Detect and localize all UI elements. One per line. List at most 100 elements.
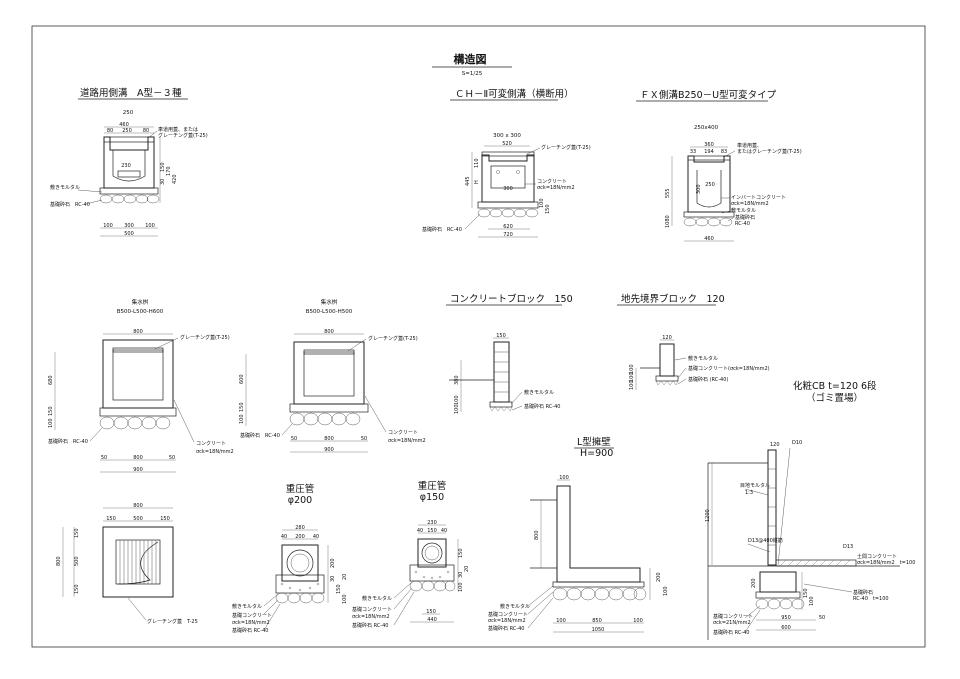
ch2-dim-150: 150 <box>545 204 551 214</box>
catch1-label-strength: σck=18N/mm2 <box>196 449 234 455</box>
cbwall-dim-150: 150 <box>803 588 809 598</box>
catch1-dim-100: 100 <box>48 418 54 428</box>
pipe200-label-footing: 基礎コンクリート <box>232 612 272 619</box>
fx-label-mortar: 敷モルタル <box>731 207 756 214</box>
catch2-label-strength: σck=18N/mm2 <box>388 438 426 444</box>
lwall-label-footing-spec: σck=18N/mm2 <box>488 618 526 624</box>
pipe150-dim-40b: 40 <box>441 528 447 534</box>
cbwall-label-ratio: 1:3 <box>745 490 753 496</box>
catch2-size: B500-L500-H500 <box>306 309 353 315</box>
dim-420: 420 <box>172 174 178 184</box>
catch2-dim-100: 100 <box>239 414 245 424</box>
pipe150-dim-100: 100 <box>458 582 464 592</box>
cbwall-dim-100: 100 <box>809 596 815 606</box>
fx-section: ＦＸ側溝B250－U型可変タイプ 250x400 360 33 194 83 2… <box>636 89 802 242</box>
cb-label-mortar: 敷きモルタル <box>524 389 554 396</box>
dim-230: 230 <box>121 163 131 169</box>
pressure-pipe-150-section: 重圧管 φ150 230 40 150 40 150 20 30 100 敷きモ… <box>352 480 470 629</box>
cb-dim-150: 150 <box>496 333 506 339</box>
catch1-dim-50b: 50 <box>169 455 175 461</box>
plan-dim-150d: 150 <box>74 584 80 594</box>
catch-basin-600-section: 集水桝 B500-L500-H600 800 680 150 100 グレーチン… <box>48 298 234 473</box>
fx-dim-555: 555 <box>665 188 671 198</box>
pipe200-dim-100: 100 <box>342 594 348 604</box>
lwall-dim-100-side: 100 <box>663 586 669 596</box>
concrete-block-title: コンクリートブロック 150 <box>450 293 573 305</box>
catch1-size: B500-L500-H600 <box>117 309 164 315</box>
catch1-label-gravel: 基礎砕石 RC-40 <box>48 438 88 445</box>
lwall-dim-850: 850 <box>592 618 602 624</box>
dim-80a: 80 <box>107 128 113 134</box>
road-gutter-label-grating: グレーチング蓋(T-25) <box>158 132 208 139</box>
pipe150-label-footing: 基礎コンクリート <box>352 606 392 613</box>
catch2-dim-900: 900 <box>324 447 334 453</box>
bb-dim-100c: 100 <box>629 380 635 390</box>
cbwall-dim-1200: 1200 <box>705 509 711 522</box>
fx-dim-460: 460 <box>704 236 714 242</box>
pipe150-dim-20: 20 <box>464 566 470 572</box>
plan-dim-150b: 150 <box>160 516 170 522</box>
pipe200-dim-40b: 40 <box>313 534 319 540</box>
cbwall-subtitle: （ゴミ置場） <box>806 392 863 404</box>
lwall-dim-100b: 100 <box>633 618 643 624</box>
drawing-title: 構造図 S=1/25 <box>432 52 512 77</box>
cbwall-dim-600: 600 <box>781 625 791 631</box>
cbwall-label-footing-spec: σck=21N/mm2 <box>713 620 751 626</box>
pipe150-dim-150: 150 <box>427 528 437 534</box>
catch1-dim-800b: 800 <box>133 455 143 461</box>
catch2-dim-150: 150 <box>239 402 245 412</box>
pipe200-dim-30: 30 <box>330 576 336 582</box>
sheet-border <box>31 25 926 648</box>
cbwall-label-slab-spec: σck=18N/mm2 t=100 <box>857 560 915 566</box>
cbwall-dim-d10: D10 <box>792 440 802 446</box>
pipe200-dim-200: 200 <box>295 534 305 540</box>
catch1-label-concrete: コンクリート <box>196 441 226 447</box>
ch2-dim-H: H <box>474 180 480 184</box>
dim-300: 300 <box>124 223 134 229</box>
dim-250: 250 <box>122 128 132 134</box>
lwall-dim-800: 800 <box>534 530 540 540</box>
dim-150: 150 <box>160 162 166 172</box>
fx-dim-1080: 1080 <box>665 215 671 228</box>
bb-label-mortar: 敷きモルタル <box>688 355 718 362</box>
lwall-dim-1050: 1050 <box>592 627 605 633</box>
ch2-size: 300 x 300 <box>493 133 521 139</box>
cbwall-title: 化粧CB t=120 6段 <box>793 380 877 392</box>
ch2-section: ＣＨ－Ⅱ可変側溝（横断用） 300 x 300 520 300 445 110 … <box>422 88 591 238</box>
cbwall-dim-50: 50 <box>819 615 825 621</box>
dim-500: 500 <box>124 231 134 237</box>
cbwall-dim-950: 950 <box>781 615 791 621</box>
l-retaining-wall-section: L型擁壁 H=900 100 800 200 100 敷きモルタル 基礎コンクリ… <box>488 436 669 633</box>
catch2-title: 集水桝 <box>321 298 338 306</box>
catch1-dim-800: 800 <box>133 329 143 335</box>
ch2-label-grating: グレーチング蓋(T-25) <box>541 144 591 151</box>
lwall-subtitle: H=900 <box>580 448 613 459</box>
bb-dim-100b: 100 <box>629 372 635 382</box>
dim-80b: 80 <box>143 128 149 134</box>
cbwall-label-base-gravel: 基礎砕石 RC-40 <box>713 629 749 636</box>
pressure-pipe-200-section: 重圧管 φ200 280 40 200 40 200 30 150 100 20… <box>232 483 348 634</box>
fx-title: ＦＸ側溝B250－U型可変タイプ <box>640 89 777 101</box>
pipe150-dim-150-bottom: 150 <box>426 609 436 615</box>
catch2-label-gravel: 基礎砕石 RC-40 <box>240 432 280 439</box>
fx-label-lid: 車道用蓋、 <box>737 142 762 149</box>
fx-dim-33: 33 <box>690 149 696 155</box>
pipe200-label-footing-spec: σck=18N/mm2 <box>232 620 270 626</box>
lwall-dim-200: 200 <box>656 572 662 582</box>
road-gutter-size: 250 <box>123 110 134 116</box>
cbwall-dim-200: 200 <box>751 578 757 588</box>
plan-dim-500a: 500 <box>133 516 143 522</box>
fx-dim-360: 360 <box>704 142 714 148</box>
catch1-label-grating: グレーチング蓋(T-25) <box>180 334 230 341</box>
fx-dim-300: 300 <box>696 184 702 194</box>
bb-dim-120: 120 <box>662 335 672 341</box>
dim-170: 170 <box>166 166 172 176</box>
pipe200-subtitle: φ200 <box>288 495 312 506</box>
ch2-dim-300: 300 <box>503 186 513 192</box>
road-gutter-label-mortar: 敷きモルタル <box>50 184 80 191</box>
dim-460: 460 <box>119 122 129 128</box>
fx-label-invert: インバートコンクリート <box>731 195 786 201</box>
road-gutter-label-gravel: 基礎砕石 RC-40 <box>50 201 90 208</box>
boundary-block-title: 地先境界ブロック 120 <box>621 293 725 305</box>
